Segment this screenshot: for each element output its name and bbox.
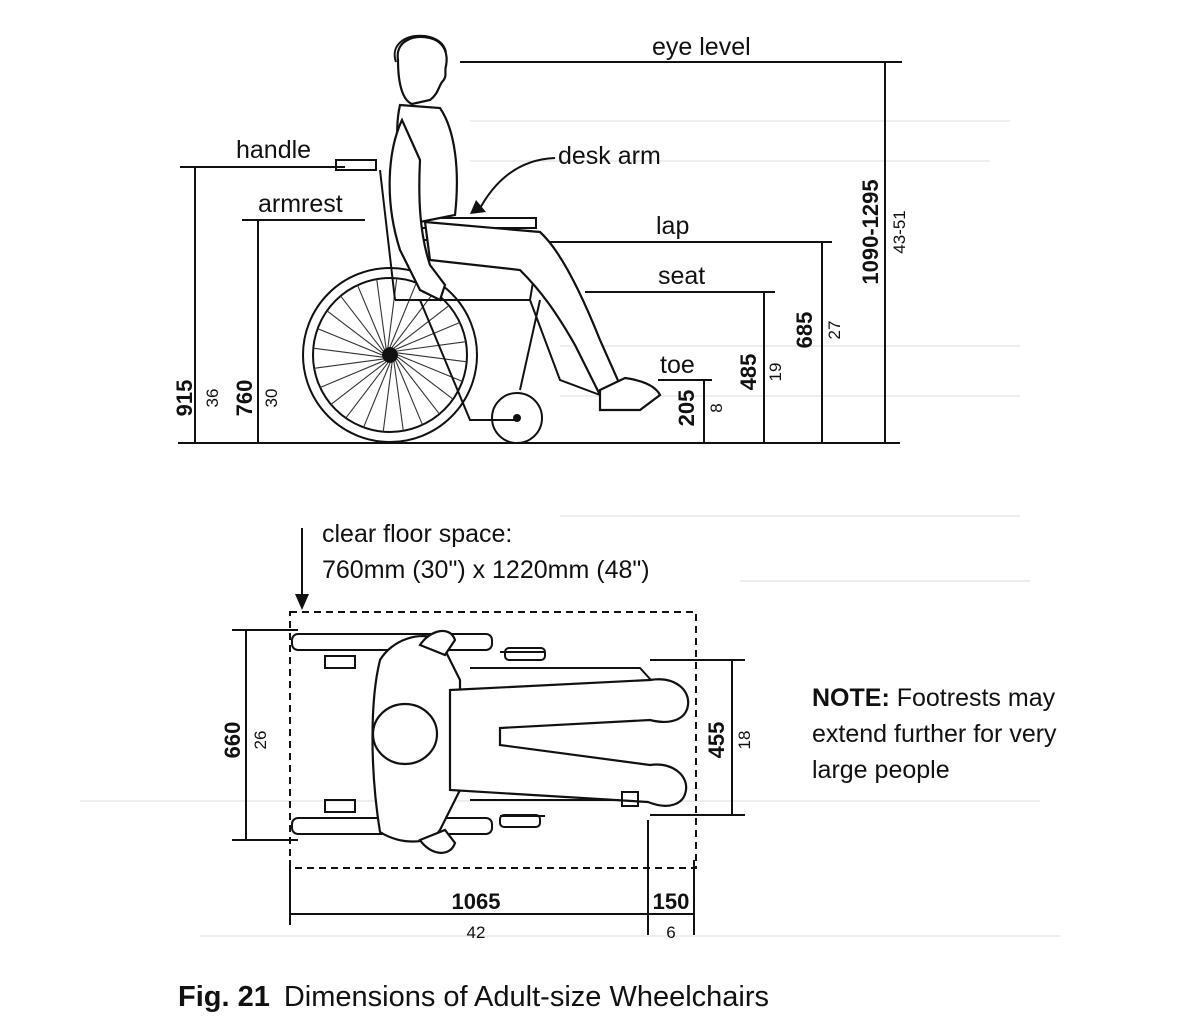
seated-person [388,34,662,412]
top-handle-upper [324,655,356,669]
wheel-spoke [397,352,467,363]
desk-arm-label: desk arm [558,142,661,170]
toe-height-mm: 205 [674,390,699,427]
lap-height-in: 27 [825,321,844,340]
wheel-spoke [393,361,404,431]
top-arm-upper [418,629,457,657]
top-caster-lower [499,814,541,828]
lap-height-mm: 685 [792,312,817,349]
wheel-spoke [395,322,461,350]
seat-label: seat [658,262,705,290]
wheel-spoke [387,278,398,348]
person-top [371,629,690,854]
handle-label: handle [236,136,311,164]
seat-height-in: 19 [766,363,785,382]
clear-floor-line1: clear floor space: [322,520,512,548]
wheel-spoke [397,356,454,400]
person-legs [423,220,622,397]
clear-floor-space [289,611,697,869]
seat-height-mm: 485 [736,354,761,391]
rear-wheel [302,267,478,443]
wheel-spoke [391,291,435,348]
seat-width-mm: 455 [704,722,729,759]
top-legs [448,678,690,807]
eye-level-label: eye level [652,33,751,61]
toe-height-in: 8 [707,403,726,412]
top-arm-lower [418,828,457,854]
clear-floor-line2: 760mm (30") x 1220mm (48") [322,556,650,584]
top-view: clear floor space: 760mm (30") x 1220mm … [220,520,754,942]
caster-wheel [491,392,543,444]
wheel-spoke [326,310,383,354]
top-caster-upper [504,647,546,661]
note-line3: large people [812,756,950,784]
wheel-spoke [395,360,423,426]
armrest-label: armrest [258,190,343,218]
wheel-spoke [345,362,389,419]
push-rim [312,277,468,433]
handle-height-in: 36 [203,389,222,408]
note-line1: NOTE: Footrests may [812,684,1056,712]
wheel-spoke [396,341,466,352]
wheel-spoke [330,361,387,405]
wheel-spoke [393,305,450,349]
note-block: NOTE: Footrests may extend further for v… [812,684,1057,784]
seat-width-in: 18 [735,731,754,750]
person-foot [598,376,662,412]
top-footplate [621,791,639,807]
desk-arm-pointer [477,157,556,213]
width-mm: 660 [220,722,245,759]
person-hair [393,34,447,63]
wheel-spoke [396,358,440,415]
wheel-spoke [376,279,387,349]
wheel-spoke [313,347,383,358]
armrest-height-in: 30 [262,389,281,408]
wheel-spoke [382,362,393,432]
side-view: eye level handle armrest desk arm lap se… [172,33,909,444]
wheel-spoke [389,282,417,348]
wheel-spoke [340,295,384,352]
wheel-spoke [317,328,383,356]
wheel-spoke [314,358,384,369]
armrest-height-mm: 760 [232,380,257,417]
wheel-spoke [319,360,385,388]
eye-height-mm: 1090-1295 [858,179,883,284]
length-in: 42 [467,923,486,942]
width-in: 26 [251,731,270,750]
eye-height-in: 43-51 [890,210,909,253]
footrest-mm: 150 [653,889,690,914]
length-mm: 1065 [452,889,501,914]
person-head [396,35,448,106]
wheel-spoke [357,284,385,350]
lap-label: lap [656,212,689,240]
handle-height-mm: 915 [172,380,197,417]
top-handle-lower [324,799,356,813]
desk-arm-arrowhead [470,200,486,214]
top-head [371,702,439,766]
clear-floor-arrowhead [295,594,309,610]
toe-label: toe [660,351,695,379]
push-handle [335,159,377,171]
wheel-spoke [363,362,391,428]
note-line2: extend further for very [812,720,1057,748]
wheel-hub [382,347,398,363]
person-arm [388,117,447,302]
footrest-in: 6 [666,923,675,942]
